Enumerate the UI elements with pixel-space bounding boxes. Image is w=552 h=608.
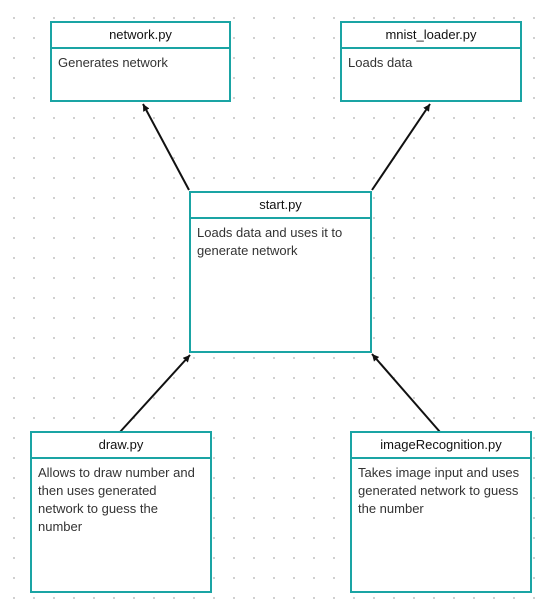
arrow-draw-to-start xyxy=(119,354,191,433)
node-title: imageRecognition.py xyxy=(352,433,530,459)
node-network[interactable]: network.py Generates network xyxy=(50,21,231,102)
arrow-start-to-mnist-loader xyxy=(371,103,431,191)
arrow-image-recognition-to-start xyxy=(371,353,441,433)
node-title: start.py xyxy=(191,193,370,219)
node-title: network.py xyxy=(52,23,229,49)
node-title: mnist_loader.py xyxy=(342,23,520,49)
node-image-recognition[interactable]: imageRecognition.py Takes image input an… xyxy=(350,431,532,593)
node-mnist-loader[interactable]: mnist_loader.py Loads data xyxy=(340,21,522,102)
node-description: Loads data and uses it to generate netwo… xyxy=(197,225,343,258)
node-description: Generates network xyxy=(58,55,168,70)
node-description: Allows to draw number and then uses gene… xyxy=(38,465,195,534)
node-start[interactable]: start.py Loads data and uses it to gener… xyxy=(189,191,372,353)
node-description: Loads data xyxy=(348,55,413,70)
arrow-start-to-network xyxy=(142,103,190,191)
node-description: Takes image input and uses generated net… xyxy=(358,465,520,516)
node-draw[interactable]: draw.py Allows to draw number and then u… xyxy=(30,431,212,593)
node-title: draw.py xyxy=(32,433,210,459)
